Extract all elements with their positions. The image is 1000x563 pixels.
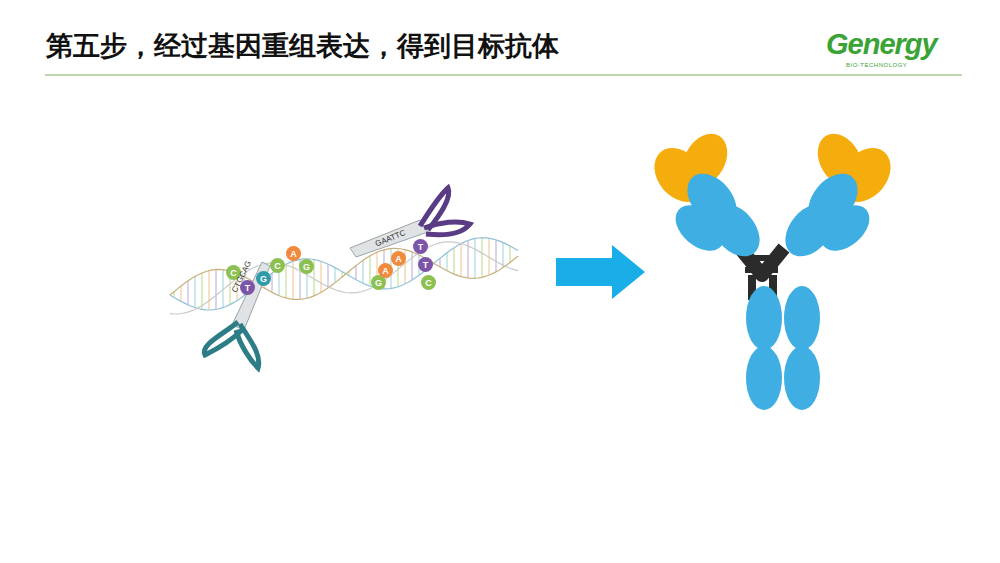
base-circle: G [256, 271, 271, 286]
logo-text: Genergy [826, 28, 937, 61]
base-letter: T [245, 283, 251, 293]
title-rule [45, 75, 962, 76]
base-circle: A [378, 263, 393, 278]
base-circle: A [286, 246, 301, 261]
antibody [644, 126, 901, 410]
base-letter: C [274, 261, 281, 271]
base-circle: C [421, 275, 436, 290]
scissors [350, 188, 470, 257]
base-letter: T [423, 260, 429, 270]
base-circle: A [391, 251, 406, 266]
base-letter: G [375, 278, 382, 288]
base-letter: G [260, 274, 267, 284]
base-letter: C [425, 278, 432, 288]
base-circle: T [418, 257, 433, 272]
base-letter: G [303, 262, 310, 272]
logo-subtitle: BIO-TECHNOLOGY [846, 62, 907, 68]
base-letter: A [395, 254, 402, 264]
dna-helix [170, 238, 518, 314]
base-circle: T [413, 239, 428, 254]
base-letter: T [418, 242, 424, 252]
base-letter: A [290, 249, 297, 259]
base-circle: G [299, 259, 314, 274]
title: 第五步，经过基因重组表达，得到目标抗体 [46, 28, 559, 64]
base-letter: A [382, 266, 389, 276]
process-arrow [556, 245, 645, 299]
base-circle: C [270, 258, 285, 273]
